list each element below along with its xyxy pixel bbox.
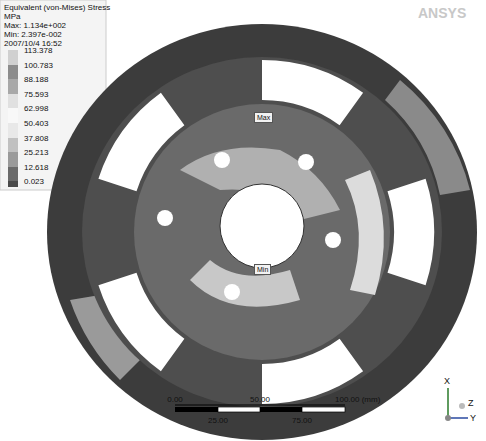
axis-label: X <box>444 376 450 386</box>
legend-value: 75.593 <box>24 90 48 99</box>
center-hole <box>220 184 304 268</box>
legend-value: 37.808 <box>24 134 48 143</box>
bolt-hole <box>224 284 240 300</box>
legend-swatch <box>8 108 18 123</box>
legend-swatch <box>8 79 18 94</box>
axis-z <box>459 403 465 409</box>
spoke-ring <box>82 57 442 407</box>
unit-label: MPa <box>4 12 20 21</box>
axis-origin <box>445 415 451 421</box>
bolt-hole <box>298 154 314 170</box>
legend-value: 88.188 <box>24 75 48 84</box>
scale-line <box>175 405 345 406</box>
probe-tag: Max <box>254 112 273 123</box>
legend-swatch <box>8 50 18 65</box>
axis-label: Y <box>470 413 476 423</box>
legend-value: 100.783 <box>24 61 53 70</box>
legend-value: 12.618 <box>24 163 48 172</box>
legend-swatch <box>8 65 18 80</box>
axis-label: Z <box>468 398 474 408</box>
legend-swatch <box>8 181 18 187</box>
min-label: Min: 2.397e-002 <box>4 30 62 39</box>
axis-x <box>447 388 449 418</box>
legend-swatch <box>8 123 18 138</box>
stress-patch <box>190 260 300 307</box>
bolt-hole <box>157 210 173 226</box>
hub <box>134 104 390 360</box>
scale-value: 100.00 (mm) <box>335 395 380 404</box>
scale-value: 0.00 <box>167 395 183 404</box>
legend-value: 50.403 <box>24 119 48 128</box>
legend-value: 0.023 <box>24 177 44 186</box>
legend-value: 113.378 <box>24 46 52 55</box>
legend-value: 62.998 <box>24 104 48 113</box>
legend-swatch <box>8 94 18 109</box>
spoke-window <box>388 179 435 285</box>
scale-value: 50.00 <box>250 395 270 404</box>
probe-text: Max <box>257 113 270 122</box>
rim <box>47 24 477 440</box>
legend-swatch <box>8 167 18 182</box>
probe-tag: Min <box>254 264 271 275</box>
max-label: Max: 1.134e+002 <box>4 21 66 30</box>
bolt-hole <box>214 152 230 168</box>
stress-patch <box>345 170 384 295</box>
legend-value: 25.213 <box>24 148 48 157</box>
scale-block <box>175 407 218 412</box>
scale-block <box>260 407 302 412</box>
bolt-hole <box>325 232 341 248</box>
result-title: Equivalent (von-Mises) Stress <box>4 3 110 12</box>
scale-value: 25.00 <box>208 416 228 425</box>
scale-block <box>302 407 345 412</box>
probe-text: Min <box>257 265 268 274</box>
legend-swatch <box>8 138 18 153</box>
scale-block <box>218 407 260 412</box>
scale-value: 75.00 <box>292 416 312 425</box>
legend-swatch <box>8 152 18 167</box>
watermark: ANSYS <box>418 6 466 21</box>
